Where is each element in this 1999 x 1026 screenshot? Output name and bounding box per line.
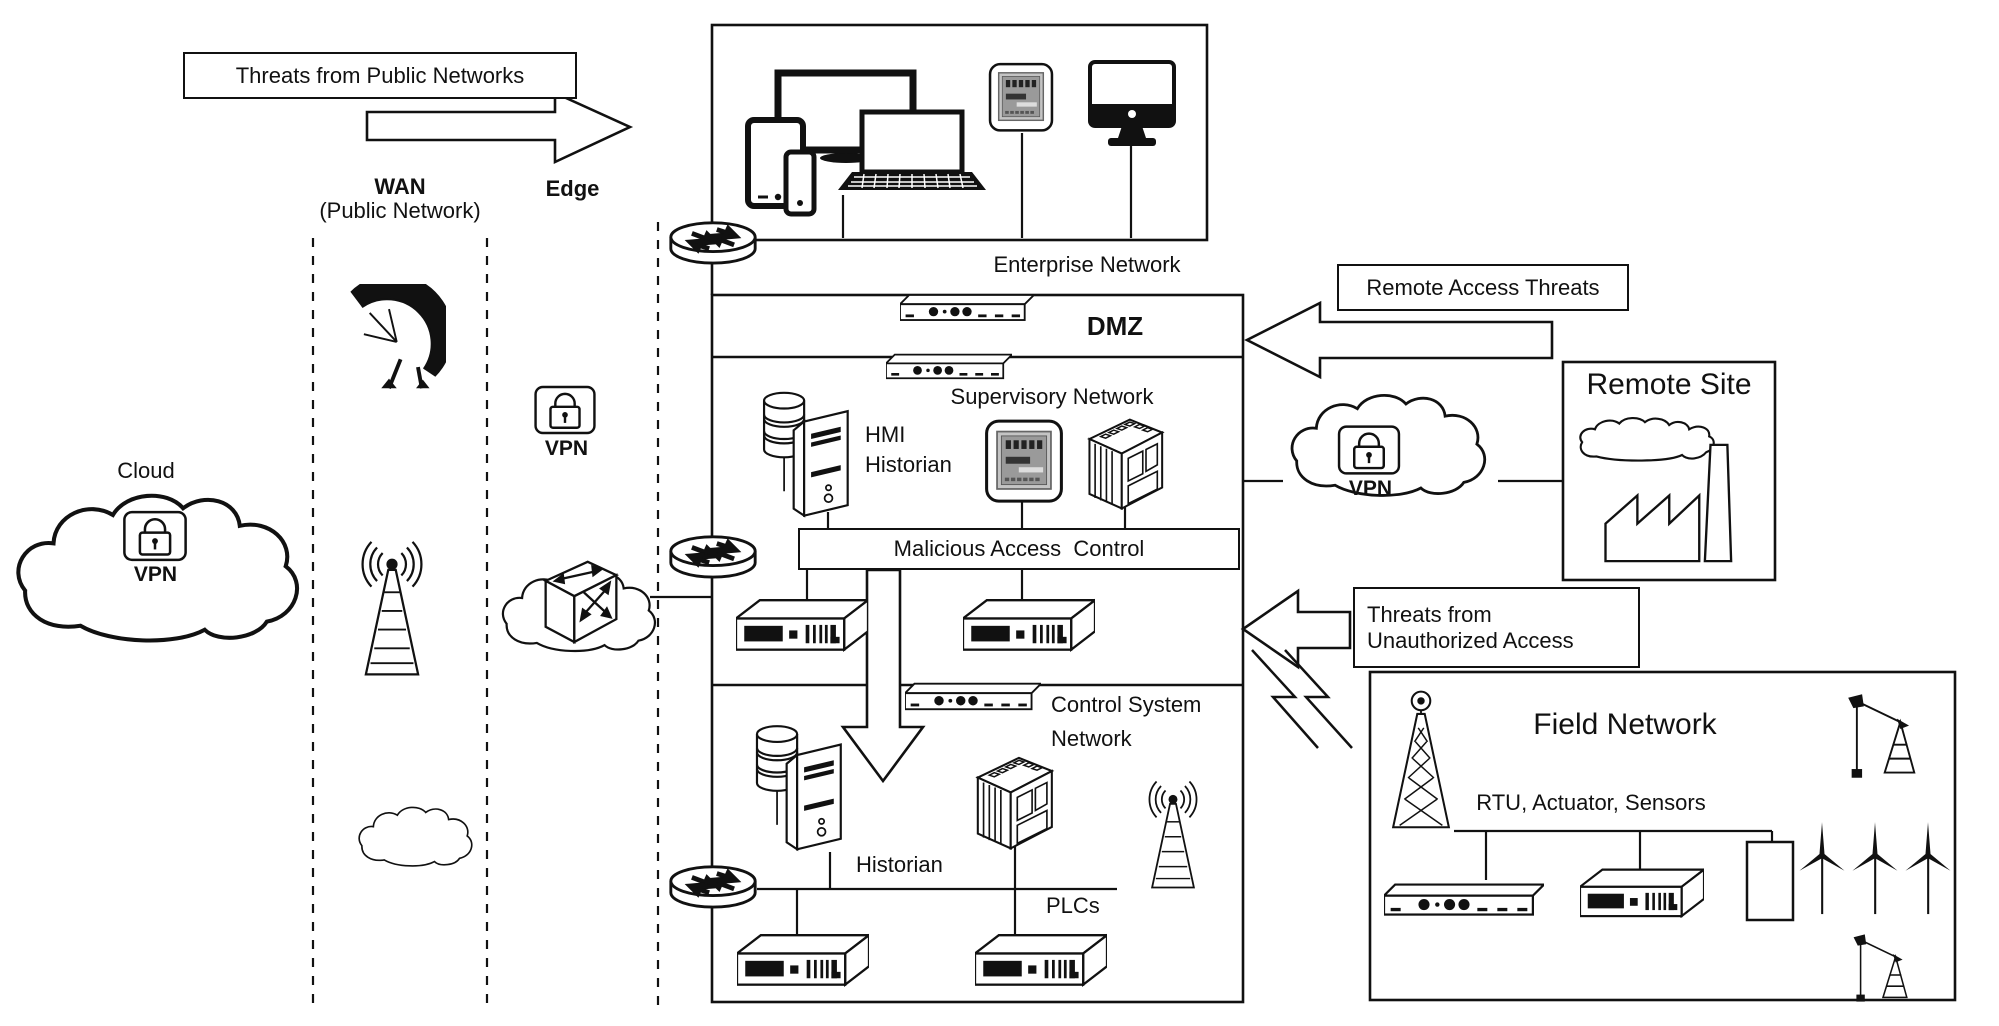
factory-icon <box>1604 443 1733 563</box>
banner-threats-public-networks: Threats from Public Networks <box>183 52 577 99</box>
banner-threats-unauthorized-line2: Unauthorized Access <box>1367 627 1574 653</box>
lightning-bolt-icon <box>1251 649 1353 749</box>
remote-threat-arrow <box>1244 300 1554 380</box>
label-historian-control: Historian <box>856 852 943 877</box>
enterprise-devices-icon <box>745 69 986 217</box>
router-icon-edge <box>671 223 755 263</box>
remote-site-box <box>1561 360 1777 582</box>
banner-threats-unauthorized-line1: Threats from <box>1367 602 1492 628</box>
hmi-panel-icon-enterprise <box>988 62 1054 132</box>
router-icon-supervisory <box>671 537 755 577</box>
unauthorized-threat-arrow <box>1240 588 1352 670</box>
label-enterprise-network: Enterprise Network <box>993 252 1181 277</box>
controller-cube-icon-supervisory <box>1088 418 1164 510</box>
plc-cube-icon <box>976 756 1053 850</box>
label-control-system-line2: Network <box>1051 726 1132 751</box>
radio-tower-icon-wan <box>361 540 423 676</box>
label-dmz: DMZ <box>1086 311 1144 341</box>
label-edge: Edge <box>545 176 600 201</box>
wind-turbine-icon-1 <box>1799 822 1845 915</box>
vpn-lock-icon-remote <box>1337 425 1401 475</box>
historian-server-icon-control <box>755 725 842 851</box>
firewall-appliance-icon-field <box>1384 883 1544 916</box>
firewall-appliance-icon-control <box>905 682 1041 711</box>
label-rtu-actuator-sensors: RTU, Actuator, Sensors <box>1476 790 1706 815</box>
public-threat-arrow <box>365 90 634 165</box>
firewall-appliance-icon-supervisory <box>886 353 1012 380</box>
label-supervisory-network: Supervisory Network <box>950 384 1154 409</box>
label-field-network: Field Network <box>1533 708 1717 741</box>
historian-server-icon-supervisory <box>762 391 849 517</box>
rtu-tower-icon <box>1392 690 1450 829</box>
wind-turbine-icon-2 <box>1852 822 1898 915</box>
label-hmi: HMI <box>865 422 906 447</box>
banner-malicious-access-control: Malicious Access Control <box>798 528 1240 570</box>
label-vpn-remote: VPN <box>1348 477 1393 500</box>
radio-antenna-icon-control <box>1148 780 1198 889</box>
label-wan-subtitle: (Public Network) <box>319 198 481 223</box>
label-historian-supervisory: Historian <box>865 452 952 477</box>
vpn-lock-icon-cloud <box>123 510 187 562</box>
enterprise-network-box <box>710 23 1209 242</box>
label-wan: WAN <box>374 174 426 199</box>
rack-server-icon-control-right <box>975 934 1107 986</box>
field-network-box <box>1368 670 1957 1002</box>
label-vpn-cloud: VPN <box>133 563 178 586</box>
label-vpn-edge: VPN <box>544 437 589 460</box>
tank-icon <box>1745 840 1795 922</box>
smoke-cloud-icon <box>1579 416 1715 462</box>
desktop-monitor-icon <box>1088 60 1176 146</box>
rack-server-icon-field <box>1580 868 1704 918</box>
router-icon-control <box>671 867 755 907</box>
connector-lines <box>650 133 1774 935</box>
satellite-dish-icon <box>348 284 446 391</box>
column-divider-lines <box>311 222 660 1012</box>
label-remote-site: Remote Site <box>1586 368 1752 401</box>
label-control-system-line1: Control System <box>1051 692 1202 717</box>
malicious-access-down-arrow <box>840 568 926 784</box>
banner-remote-access-threats: Remote Access Threats <box>1337 264 1629 311</box>
banner-threats-unauthorized: Threats from Unauthorized Access <box>1353 587 1640 668</box>
label-cloud: Cloud <box>117 458 175 483</box>
rack-server-icon-control-left <box>737 934 869 986</box>
pumpjack-icon-bottom <box>1852 933 1908 1003</box>
rack-server-icon-supervisory-left <box>736 599 868 651</box>
vpn-lock-icon-edge <box>534 385 596 435</box>
wind-turbine-icon-3 <box>1905 822 1951 915</box>
label-plcs: PLCs <box>1046 893 1100 918</box>
rack-server-icon-supervisory-right <box>963 599 1095 651</box>
small-cloud-icon <box>358 806 473 867</box>
firewall-appliance-icon-dmz <box>900 293 1034 321</box>
pumpjack-icon-top <box>1847 693 1916 779</box>
